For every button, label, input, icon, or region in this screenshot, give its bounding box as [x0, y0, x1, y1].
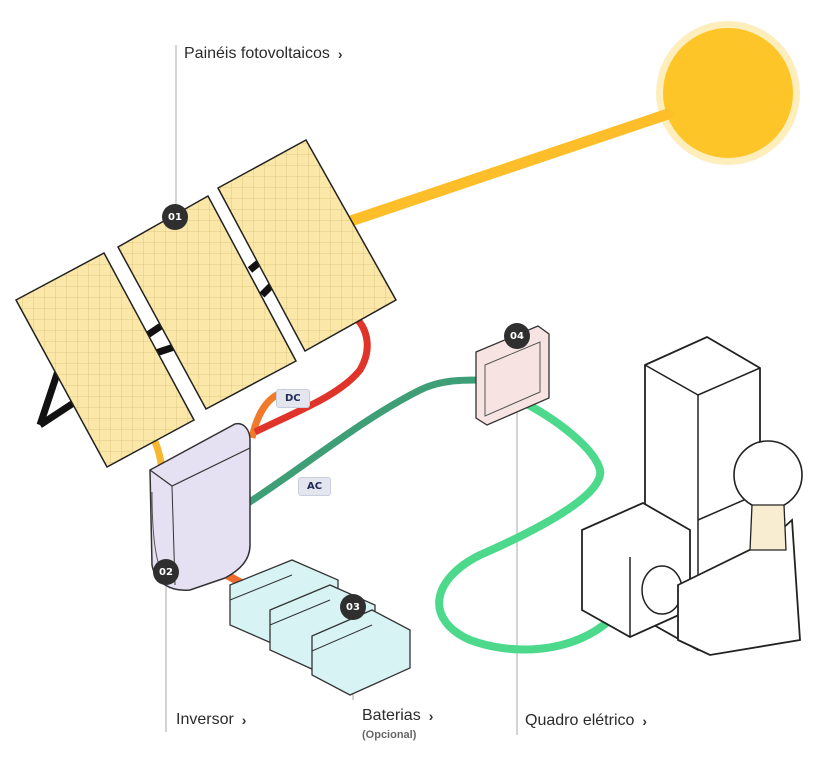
chevron-right-icon: ›	[428, 708, 434, 724]
chevron-right-icon: ›	[241, 712, 247, 728]
badge-panels: 01	[162, 204, 188, 230]
batteries[interactable]	[229, 559, 411, 696]
switchboard-link[interactable]: Quadro elétrico ›	[525, 712, 647, 730]
switchboard-label: Quadro elétrico	[525, 712, 635, 729]
ac-tag: AC	[298, 477, 332, 496]
badge-switchboard: 04	[504, 323, 530, 349]
inverter-label: Inversor	[176, 711, 234, 728]
batteries-link[interactable]: Baterias ›	[362, 707, 433, 725]
solar-panels[interactable]	[14, 138, 398, 469]
chevron-right-icon: ›	[642, 713, 648, 729]
badge-inverter: 02	[153, 559, 179, 585]
badge-batteries: 03	[340, 594, 366, 620]
appliances[interactable]	[581, 335, 803, 656]
panels-link[interactable]: Painéis fotovoltaicos ›	[184, 45, 343, 63]
switchboard[interactable]	[475, 325, 550, 426]
chevron-right-icon: ›	[337, 46, 343, 62]
sun	[656, 21, 800, 165]
batteries-optional-note: (Opcional)	[362, 729, 417, 741]
batteries-label: Baterias	[362, 707, 421, 724]
inverter-link[interactable]: Inversor ›	[176, 711, 246, 729]
inverter[interactable]	[149, 422, 251, 591]
dc-tag: DC	[276, 389, 310, 408]
panels-label: Painéis fotovoltaicos	[184, 45, 330, 62]
